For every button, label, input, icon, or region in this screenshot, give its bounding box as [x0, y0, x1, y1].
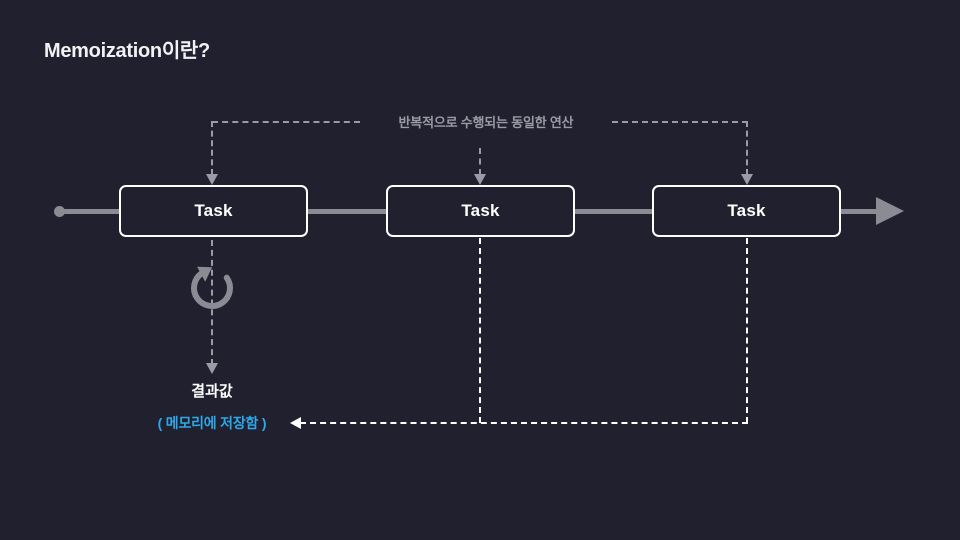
annotation-label: 반복적으로 수행되는 동일한 연산 [398, 115, 574, 130]
task-label: Task [194, 201, 233, 220]
result-subtitle: ( 메모리에 저장함 ) [157, 415, 267, 431]
task-box-2[interactable]: Task [386, 185, 575, 237]
task-box-3[interactable]: Task [652, 185, 841, 237]
result-drop-line [211, 240, 213, 365]
timeline-segment-3 [839, 209, 883, 214]
annotation-arrowhead-2 [474, 174, 486, 185]
result-title: 결과값 [191, 383, 233, 400]
feedback-arrowhead [290, 417, 301, 429]
timeline-segment-1 [306, 209, 388, 214]
task-label: Task [461, 201, 500, 220]
refresh-loop-icon [191, 266, 233, 309]
feedback-line-from-task-3 [746, 238, 748, 423]
annotation-drop-line-1 [211, 121, 213, 175]
task-box-1[interactable]: Task [119, 185, 308, 237]
feedback-line-from-task-2 [479, 238, 481, 423]
annotation-drop-line-2 [479, 148, 481, 175]
timeline-segment-0 [58, 209, 122, 214]
annotation-dash-left-segment [212, 121, 360, 123]
annotation-arrowhead-3 [741, 174, 753, 185]
task-label: Task [727, 201, 766, 220]
annotation-dash-right-segment [612, 121, 748, 123]
feedback-line-horizontal [300, 422, 748, 424]
timeline-arrowhead [876, 197, 904, 225]
annotation-arrowhead-1 [206, 174, 218, 185]
page-title: Memoization이란? [44, 40, 210, 62]
annotation-drop-line-3 [746, 121, 748, 175]
result-arrowhead [206, 363, 218, 374]
timeline-segment-2 [573, 209, 654, 214]
